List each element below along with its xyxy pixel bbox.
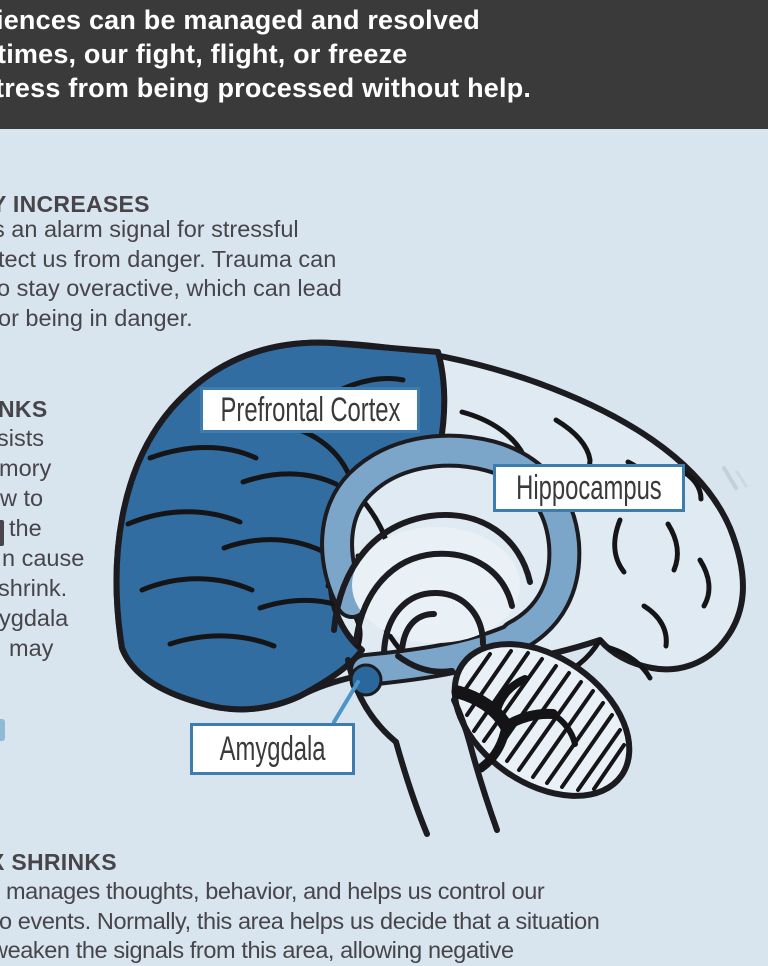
- prefrontal-section-heading: X SHRINKS: [0, 849, 117, 875]
- body-line: weaken the signals from this area, allow…: [0, 937, 514, 963]
- cortex-sulci: [459, 409, 712, 681]
- clipped-glyph-fragment: [0, 520, 4, 546]
- prefrontal-section-body: manages thoughts, behavior, and helps us…: [0, 877, 600, 966]
- amygdala-section-body: s an alarm signal for stressful tect us …: [0, 215, 342, 333]
- banner-line: times, our fight, flight, or freeze: [0, 39, 408, 69]
- body-line: o stay overactive, which can lead: [0, 275, 342, 301]
- body-line: tect us from danger. Trauma can: [0, 245, 337, 272]
- clipped-shape-fragment: [0, 719, 5, 741]
- banner-line: tress from being processed without help.: [0, 73, 532, 103]
- banner-line: iences can be managed and resolved: [0, 5, 480, 35]
- body-line: n cause: [2, 545, 85, 571]
- label-prefrontal-cortex: Prefrontal Cortex: [200, 387, 420, 433]
- label-prefrontal-cortex-text: Prefrontal Cortex: [220, 390, 400, 429]
- body-line: mory: [0, 455, 52, 481]
- label-amygdala: Amygdala: [190, 723, 355, 775]
- hippocampus-section-body: sists mory w to the n cause shrink. ygda…: [0, 423, 84, 663]
- hippocampus-section-heading: NKS: [0, 396, 48, 422]
- cerebellum: [451, 641, 633, 799]
- body-line: o events. Normally, this area helps us d…: [0, 907, 600, 934]
- body-line: may: [9, 635, 54, 661]
- label-amygdala-text: Amygdala: [219, 729, 326, 768]
- arbor-vitae-branch: [451, 675, 578, 773]
- body-line: w to: [0, 485, 44, 511]
- brainstem-lines: [345, 657, 500, 837]
- body-line: s an alarm signal for stressful: [0, 216, 299, 242]
- banner-text: iences can be managed and resolved times…: [0, 3, 768, 105]
- body-line: ygdala: [0, 605, 69, 631]
- label-hippocampus-text: Hippocampus: [516, 468, 662, 507]
- hippocampus-band: [320, 433, 582, 687]
- amygdala-callout-line: [332, 680, 360, 724]
- corpus-callosum-arcs: [331, 512, 533, 675]
- top-banner: iences can be managed and resolved times…: [0, 0, 768, 129]
- body-line: sists: [0, 425, 44, 451]
- body-line: or being in danger.: [0, 304, 193, 331]
- edge-artifact: [722, 466, 748, 490]
- body-line: manages thoughts, behavior, and helps us…: [6, 878, 545, 904]
- label-hippocampus: Hippocampus: [493, 464, 685, 512]
- body-line: shrink.: [0, 575, 68, 601]
- amygdala-section-heading: Y INCREASES: [0, 191, 150, 217]
- amygdala-region: [349, 663, 383, 697]
- body-line: the: [9, 515, 42, 541]
